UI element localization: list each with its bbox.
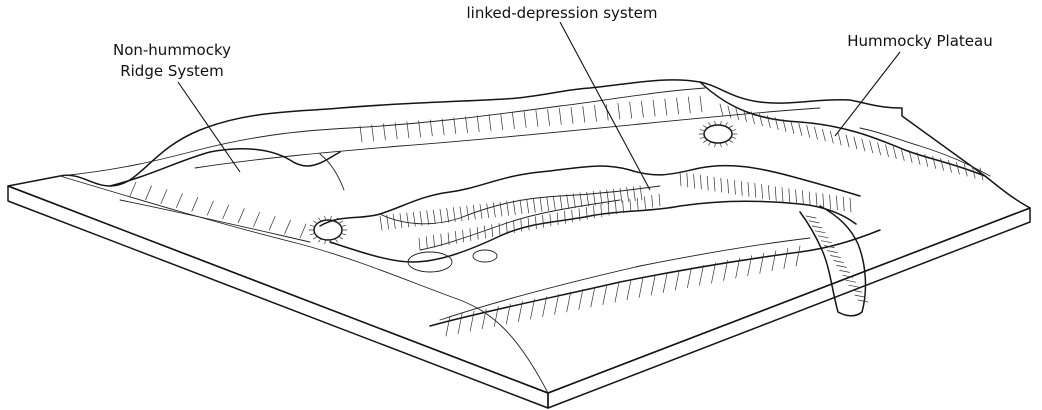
terrain-surface [8, 80, 1030, 393]
leader-linked-depression [560, 22, 650, 190]
diagram-labels: Non-hummocky Ridge System linked-depress… [113, 4, 993, 80]
block-front-face [8, 186, 548, 408]
label-non-hummocky-line1: Non-hummocky [113, 41, 231, 59]
label-non-hummocky-line2: Ridge System [120, 62, 224, 80]
linked-depression-system [314, 125, 865, 316]
leader-hummocky-plateau [835, 52, 900, 136]
label-hummocky-plateau: Hummocky Plateau [847, 32, 992, 50]
block-side-face [548, 208, 1030, 408]
leader-non-hummocky [178, 82, 240, 172]
label-linked-depression-system: linked-depression system [467, 4, 658, 22]
leader-lines [178, 22, 900, 190]
